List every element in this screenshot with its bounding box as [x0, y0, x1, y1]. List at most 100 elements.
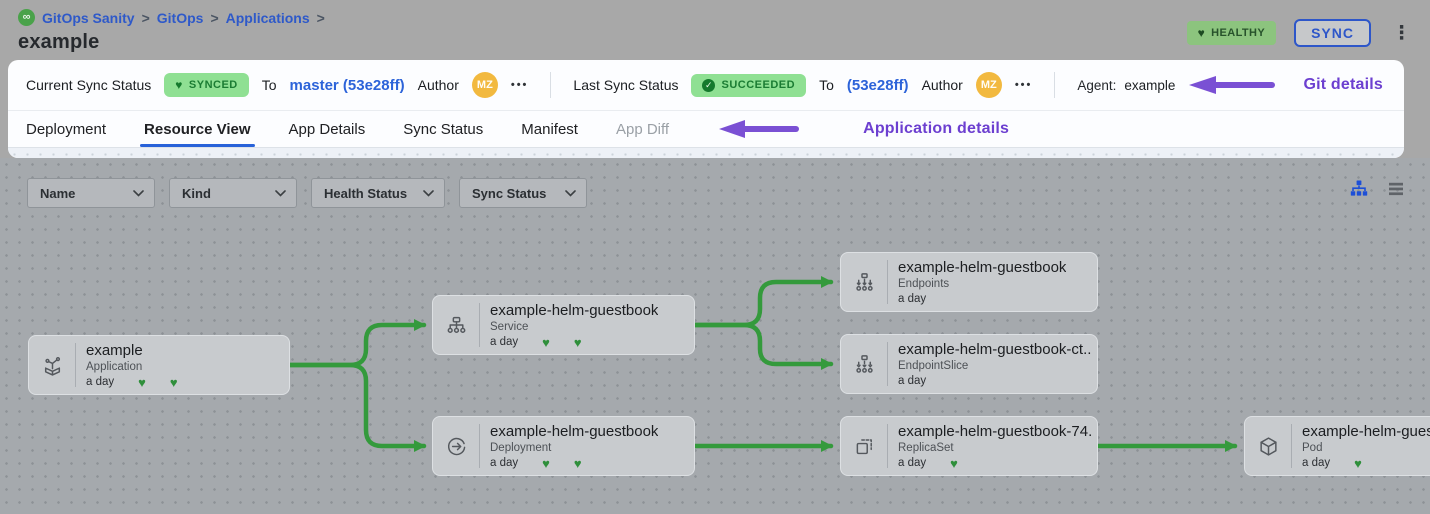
- edge-service-to-endpointslice: [692, 322, 834, 370]
- node-title: example: [86, 341, 143, 359]
- service-icon: [433, 315, 479, 336]
- application-details-annotation: Application details: [863, 120, 1010, 137]
- divider: [1054, 72, 1056, 98]
- node-divider: [75, 343, 76, 387]
- health-heart-icon: ♥: [138, 374, 146, 389]
- health-heart-icon: ♥: [573, 334, 582, 349]
- tree-view-icon[interactable]: [1349, 179, 1369, 199]
- resource-node-replicaset[interactable]: example-helm-guestbook-74...ReplicaSet a …: [840, 416, 1098, 476]
- node-kind: ReplicaSet: [898, 441, 954, 454]
- author-label: Author: [417, 77, 459, 93]
- health-heart-icon: ♥: [542, 455, 550, 470]
- node-age: a day: [1302, 457, 1331, 469]
- node-title: example-helm-guestbook: [898, 259, 1067, 276]
- node-title: example-helm-guest: [1302, 422, 1430, 440]
- sync-button[interactable]: SYNC: [1294, 19, 1371, 47]
- current-revision-link[interactable]: master (53e28ff): [289, 76, 405, 94]
- last-revision-link[interactable]: (53e28ff): [846, 76, 909, 94]
- tab-app-diff[interactable]: App Diff: [615, 120, 670, 138]
- node-age: a day: [490, 336, 519, 348]
- heart-icon: ♥: [175, 78, 183, 92]
- synced-badge: ♥ SYNCED: [164, 73, 249, 97]
- to-label: To: [261, 77, 277, 93]
- node-kind: EndpointSlice: [898, 360, 969, 372]
- sync-status-bar: Current Sync Status ♥ SYNCED To master (…: [8, 60, 1404, 111]
- card-bottom-strip: [8, 147, 1404, 158]
- app-status-card: Current Sync Status ♥ SYNCED To master (…: [8, 60, 1404, 158]
- list-view-icon[interactable]: [1386, 179, 1406, 199]
- heart-icon: ♥: [1197, 26, 1206, 40]
- filter-dropdown-name[interactable]: Name: [27, 178, 155, 208]
- health-heart-icon: ♥: [950, 455, 958, 470]
- node-title: example-helm-guestbook: [490, 422, 659, 440]
- git-details-annotation: Git details: [1303, 76, 1383, 93]
- node-age: a day: [490, 457, 519, 469]
- node-divider: [479, 303, 480, 347]
- breadcrumb-link-2[interactable]: Applications: [225, 9, 310, 26]
- node-age: a day: [898, 293, 927, 305]
- filter-dropdown-sync-status[interactable]: Sync Status: [459, 178, 587, 208]
- node-divider: [479, 424, 480, 468]
- tab-app-details[interactable]: App Details: [288, 120, 366, 138]
- chevron-down-icon: [423, 189, 434, 197]
- node-divider: [1291, 424, 1292, 468]
- node-kind: Application: [86, 360, 143, 373]
- to-label: To: [819, 77, 834, 93]
- more-options-icon[interactable]: •••: [1014, 79, 1033, 91]
- annotation-arrow-left-icon: [1189, 76, 1276, 94]
- edge-app-to-service: [287, 319, 427, 368]
- resource-node-endpointslice[interactable]: example-helm-guestbook-ct... EndpointSlic…: [840, 334, 1098, 394]
- edge-service-to-endpoints: [692, 276, 834, 328]
- node-divider: [887, 260, 888, 304]
- header-actions: ♥ HEALTHY SYNC ⋮: [1186, 19, 1414, 47]
- agent-label: Agent:: [1077, 77, 1117, 93]
- agent-value: example: [1124, 77, 1176, 93]
- filter-toolbar: Name Kind Health Status Sync Status: [27, 178, 587, 208]
- tab-manifest[interactable]: Manifest: [521, 120, 578, 138]
- breadcrumb-separator: >: [316, 9, 325, 26]
- tab-resource-view[interactable]: Resource View: [140, 111, 255, 147]
- breadcrumb-link-1[interactable]: GitOps: [156, 9, 204, 26]
- node-divider: [887, 424, 888, 468]
- page-title: example: [18, 31, 100, 53]
- endpoints-icon: [841, 272, 887, 293]
- more-options-icon[interactable]: •••: [510, 79, 529, 91]
- succeeded-badge: ✓ SUCCEEDED: [691, 73, 807, 97]
- node-age: a day: [898, 457, 927, 469]
- kebab-menu-icon[interactable]: ⋮: [1392, 22, 1411, 44]
- chevron-down-icon: [565, 189, 576, 197]
- filter-dropdown-health-status[interactable]: Health Status: [311, 178, 445, 208]
- tree-edges: [287, 276, 1238, 452]
- breadcrumb-separator: >: [210, 9, 219, 26]
- node-kind: Pod: [1302, 441, 1323, 454]
- node-title: example-helm-guestbook-74...: [898, 422, 1091, 440]
- filter-dropdown-kind[interactable]: Kind: [169, 178, 297, 208]
- filter-label: Health Status: [324, 185, 408, 201]
- deployment-icon: [433, 436, 479, 457]
- tab-deployment[interactable]: Deployment: [26, 120, 107, 138]
- node-age: a day: [898, 375, 927, 387]
- node-kind: Service: [490, 320, 529, 333]
- chevron-down-icon: [275, 189, 286, 197]
- filter-label: Sync Status: [472, 185, 547, 201]
- node-title: example-helm-guestbook-ct...: [898, 341, 1091, 358]
- current-sync-label: Current Sync Status: [26, 77, 152, 93]
- node-kind: Endpoints: [898, 278, 950, 290]
- breadcrumb-link-0[interactable]: GitOps Sanity: [42, 9, 135, 26]
- tab-bar: Deployment Resource View App Details Sync S…: [8, 111, 1404, 147]
- edge-app-to-deployment: [287, 362, 427, 452]
- node-divider: [887, 342, 888, 386]
- breadcrumb: ∞ GitOps Sanity>GitOps>Applications>: [18, 9, 332, 26]
- chevron-down-icon: [133, 189, 144, 197]
- application-icon: [29, 355, 75, 376]
- page-header: ∞ GitOps Sanity>GitOps>Applications> exa…: [0, 0, 1430, 60]
- tab-sync-status[interactable]: Sync Status: [403, 120, 484, 138]
- last-sync-group: Last Sync Status ✓ SUCCEEDED To (53e28ff…: [573, 72, 1032, 98]
- resource-tree-canvas[interactable]: Name Kind Health Status Sync Status example…: [0, 158, 1430, 514]
- node-kind: Deployment: [490, 441, 552, 454]
